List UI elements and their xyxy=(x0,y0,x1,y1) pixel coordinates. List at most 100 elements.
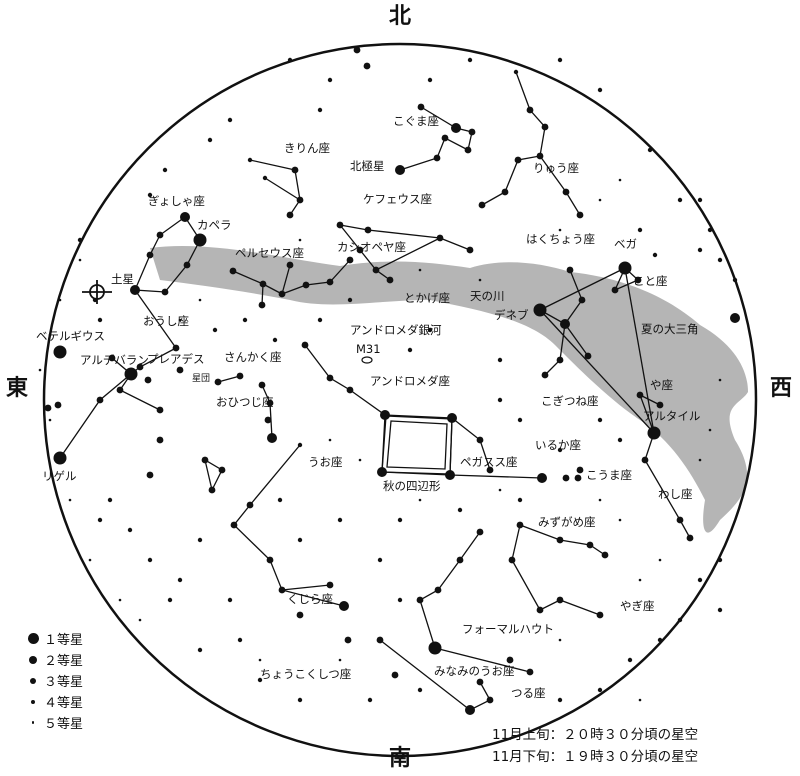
constellation-line xyxy=(281,584,331,591)
constellation-line xyxy=(481,71,546,206)
star xyxy=(53,345,67,359)
star xyxy=(562,188,570,196)
star xyxy=(556,536,564,544)
star xyxy=(397,517,403,523)
label-grus: つる座 xyxy=(511,686,546,700)
star xyxy=(618,518,622,522)
star xyxy=(286,211,294,219)
star xyxy=(161,288,169,296)
star xyxy=(177,577,183,583)
star xyxy=(48,418,52,422)
star xyxy=(180,212,190,222)
star xyxy=(416,596,424,604)
star xyxy=(156,406,164,414)
star xyxy=(498,488,502,492)
legend-item: ２等星 xyxy=(22,649,83,670)
constellation-line xyxy=(281,264,291,295)
direction-north: 北 xyxy=(389,4,412,29)
star xyxy=(198,298,202,302)
star xyxy=(88,558,92,562)
star xyxy=(146,251,154,259)
star xyxy=(272,337,278,343)
star xyxy=(397,597,403,603)
star xyxy=(456,556,464,564)
star xyxy=(617,437,623,443)
star xyxy=(96,396,104,404)
star xyxy=(286,261,294,269)
star xyxy=(229,267,237,275)
label-pegasus: ペガスス座 xyxy=(460,455,518,469)
star xyxy=(197,647,203,653)
star xyxy=(601,551,609,559)
star xyxy=(372,266,380,274)
star xyxy=(560,319,570,329)
star xyxy=(147,557,153,563)
star xyxy=(556,596,564,604)
label-betelgeuse: ベテルギウス xyxy=(36,329,105,343)
star xyxy=(327,77,333,83)
label-m31: M31 xyxy=(356,342,381,356)
star xyxy=(326,278,334,286)
star xyxy=(346,386,354,394)
star xyxy=(638,578,642,582)
constellation-line xyxy=(217,375,241,383)
star xyxy=(297,442,303,448)
star xyxy=(478,278,482,282)
constellation-line xyxy=(644,432,691,539)
star xyxy=(278,586,286,594)
star xyxy=(717,607,723,613)
label-aquarius: みずがめ座 xyxy=(538,515,596,529)
star xyxy=(317,317,323,323)
star xyxy=(297,697,303,703)
legend-item: １等星 xyxy=(22,628,83,649)
star xyxy=(58,298,62,302)
star xyxy=(467,57,473,63)
star xyxy=(53,451,67,465)
star xyxy=(197,537,203,543)
star xyxy=(497,357,503,363)
label-vega: ベガ xyxy=(614,237,637,251)
constellation-line xyxy=(304,344,386,416)
constellation-line xyxy=(232,259,351,295)
constellation-line xyxy=(339,224,471,271)
constellation-line xyxy=(539,267,626,311)
star xyxy=(557,447,563,453)
direction-east: 東 xyxy=(6,376,29,401)
star xyxy=(708,428,712,432)
star xyxy=(611,286,619,294)
star xyxy=(497,397,503,403)
star xyxy=(264,416,272,424)
constellation-line xyxy=(204,458,223,491)
star xyxy=(597,417,603,423)
star xyxy=(516,521,524,529)
observation-times: 11月上旬：２０時３０分頃の星空 11月下旬：１９時３０分頃の星空 xyxy=(492,724,698,768)
star xyxy=(486,696,494,704)
star xyxy=(214,378,222,386)
legend-item: ５等星 xyxy=(22,712,83,733)
label-cepheus: ケフェウス座 xyxy=(363,192,432,206)
saturn-icon xyxy=(82,280,112,304)
star xyxy=(97,517,103,523)
star xyxy=(193,233,207,247)
star xyxy=(296,196,304,204)
star xyxy=(296,611,304,619)
star xyxy=(156,436,164,444)
constellation-line xyxy=(434,647,531,673)
star xyxy=(68,498,72,502)
label-summer-triangle: 夏の大三角 xyxy=(641,322,699,336)
star xyxy=(344,636,352,644)
star xyxy=(417,687,423,693)
star xyxy=(246,501,254,509)
star xyxy=(508,556,516,564)
label-andromeda-galaxy: アンドロメダ銀河 xyxy=(350,323,442,337)
constellation-line xyxy=(233,444,345,607)
star xyxy=(441,134,449,142)
star xyxy=(514,156,522,164)
star xyxy=(526,668,534,676)
star xyxy=(506,656,514,664)
constellation-line xyxy=(134,216,201,293)
star xyxy=(291,166,299,174)
star xyxy=(427,77,433,83)
star xyxy=(627,657,633,663)
label-ursa-minor: こぐま座 xyxy=(393,114,439,128)
